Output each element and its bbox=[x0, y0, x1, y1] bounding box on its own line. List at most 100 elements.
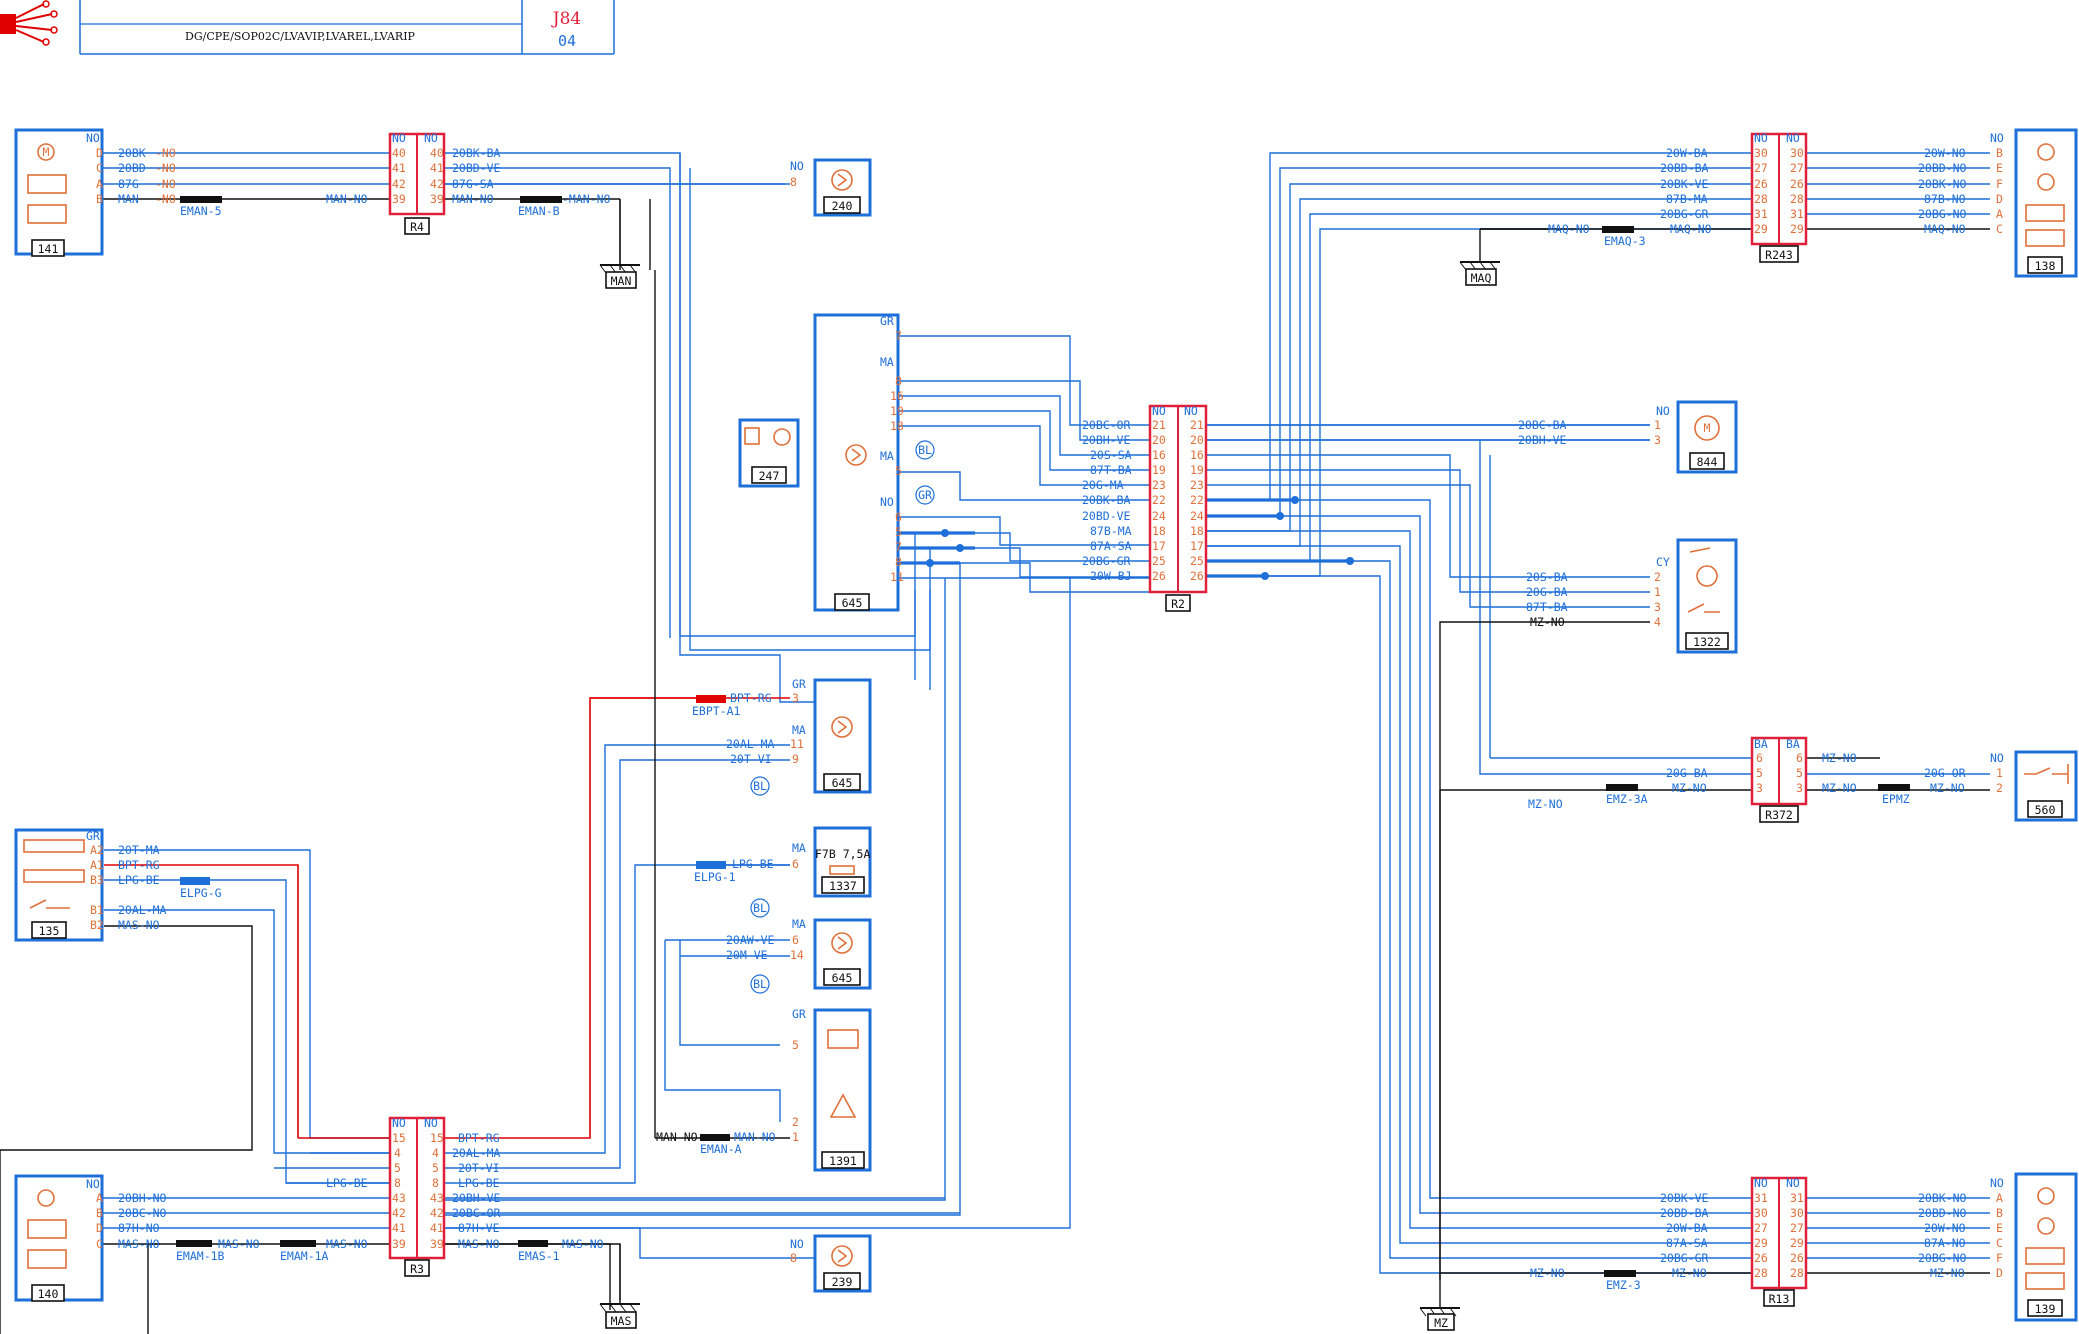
svg-text:EMZ-3A: EMZ-3A bbox=[1606, 792, 1648, 806]
label-1322: 1322 bbox=[1693, 635, 1721, 649]
svg-text:8: 8 bbox=[895, 555, 902, 569]
svg-text:C: C bbox=[96, 1237, 103, 1251]
svg-text:7: 7 bbox=[895, 329, 902, 343]
component-844[interactable]: M 844 NO 13 bbox=[1654, 400, 1738, 474]
svg-text:42: 42 bbox=[392, 1206, 406, 1220]
component-645-c[interactable]: 645 MA6 14 bbox=[790, 917, 872, 990]
svg-text:NO: NO bbox=[790, 159, 804, 173]
svg-text:BPT-RG: BPT-RG bbox=[118, 858, 160, 872]
label-r372: R372 bbox=[1765, 808, 1793, 822]
svg-text:87G-SA: 87G-SA bbox=[452, 177, 494, 191]
svg-text:20AL-MA: 20AL-MA bbox=[726, 737, 775, 751]
component-240[interactable]: NO 8 240 bbox=[790, 158, 872, 217]
component-239[interactable]: NO 8 239 bbox=[790, 1234, 872, 1293]
component-139[interactable]: 139 NO AB EC FD bbox=[1990, 1172, 2078, 1322]
svg-text:NO: NO bbox=[1184, 404, 1198, 418]
svg-text:20AW-VE: 20AW-VE bbox=[726, 933, 775, 947]
svg-text:15: 15 bbox=[430, 1131, 444, 1145]
svg-text:27: 27 bbox=[1754, 161, 1768, 175]
svg-text:E: E bbox=[1996, 1221, 2003, 1235]
svg-text:23: 23 bbox=[1152, 478, 1166, 492]
svg-text:42: 42 bbox=[430, 1206, 444, 1220]
svg-text:20BG-GR: 20BG-GR bbox=[1660, 1251, 1709, 1265]
svg-text:20BK-VE: 20BK-VE bbox=[1660, 1191, 1709, 1205]
svg-text:8: 8 bbox=[394, 1176, 401, 1190]
svg-text:29: 29 bbox=[1790, 1236, 1804, 1250]
svg-text:20BC-BA: 20BC-BA bbox=[1518, 418, 1567, 432]
svg-text:22: 22 bbox=[1190, 493, 1204, 507]
svg-text:20BD-VE: 20BD-VE bbox=[1082, 509, 1131, 523]
circle-bl-645b: BL bbox=[753, 779, 767, 793]
component-140[interactable]: 140 NO AB DC bbox=[14, 1174, 104, 1302]
svg-text:19: 19 bbox=[890, 404, 904, 418]
svg-text:19: 19 bbox=[1152, 463, 1166, 477]
svg-text:B: B bbox=[1996, 146, 2003, 160]
svg-text:NO: NO bbox=[880, 495, 894, 509]
svg-text:EMAN-B: EMAN-B bbox=[518, 204, 560, 218]
svg-text:F: F bbox=[1996, 1251, 2003, 1265]
svg-text:-MAN-NO: -MAN-NO bbox=[562, 192, 611, 206]
svg-text:1: 1 bbox=[1654, 418, 1661, 432]
svg-text:87H-NO: 87H-NO bbox=[118, 1221, 160, 1235]
svg-text:C: C bbox=[1996, 222, 2003, 236]
svg-text:NO: NO bbox=[1754, 131, 1768, 145]
svg-text:87T-BA: 87T-BA bbox=[1090, 463, 1132, 477]
svg-text:M: M bbox=[1704, 421, 1711, 435]
svg-text:20: 20 bbox=[1190, 433, 1204, 447]
svg-text:30: 30 bbox=[1790, 146, 1804, 160]
svg-text:MZ-NO: MZ-NO bbox=[1530, 615, 1565, 629]
svg-text:CY: CY bbox=[1656, 555, 1670, 569]
svg-text:8: 8 bbox=[790, 1251, 797, 1265]
svg-text:43: 43 bbox=[392, 1191, 406, 1205]
component-1322[interactable]: 1322 CY 21 34 bbox=[1654, 538, 1738, 654]
svg-text:16: 16 bbox=[890, 389, 904, 403]
component-560[interactable]: 560 NO 12 bbox=[1990, 750, 2078, 822]
component-141[interactable]: M 141 NO DC AB bbox=[14, 128, 104, 257]
svg-text:31: 31 bbox=[1754, 207, 1768, 221]
svg-text:5: 5 bbox=[792, 1038, 799, 1052]
svg-text:41: 41 bbox=[430, 161, 444, 175]
svg-text:4: 4 bbox=[394, 1146, 401, 1160]
svg-text:GR: GR bbox=[792, 677, 806, 691]
component-138[interactable]: 138 NO BE FD AC bbox=[1990, 128, 2078, 278]
svg-text:20BH-VE: 20BH-VE bbox=[1082, 433, 1131, 447]
svg-text:41: 41 bbox=[392, 1221, 406, 1235]
svg-text:26: 26 bbox=[1754, 1251, 1768, 1265]
component-1391[interactable]: 1391 GR 5 2 1 bbox=[792, 1007, 872, 1172]
svg-text:MAQ-NO: MAQ-NO bbox=[1670, 222, 1712, 236]
component-1337[interactable]: F7B 7,5A 1337 MA6 bbox=[792, 826, 872, 898]
svg-text:LPG-BE: LPG-BE bbox=[326, 1176, 368, 1190]
svg-text:NO: NO bbox=[392, 1116, 406, 1130]
svg-text:20T-MA: 20T-MA bbox=[118, 843, 160, 857]
svg-text:GR: GR bbox=[86, 829, 100, 843]
svg-text:20G-OR: 20G-OR bbox=[1924, 766, 1966, 780]
svg-text:3: 3 bbox=[792, 691, 799, 705]
svg-text:MA: MA bbox=[880, 355, 894, 369]
645b-wire-labels: EBPT-A1 BPT-RG 20AL-MA 20T-VI BL bbox=[692, 691, 775, 796]
svg-text:16: 16 bbox=[1190, 448, 1204, 462]
svg-text:21: 21 bbox=[1190, 418, 1204, 432]
svg-text:EMZ-3: EMZ-3 bbox=[1606, 1278, 1641, 1292]
svg-text:40: 40 bbox=[392, 146, 406, 160]
svg-text:3: 3 bbox=[1654, 600, 1661, 614]
svg-text:87H-VE: 87H-VE bbox=[458, 1221, 500, 1235]
svg-text:18: 18 bbox=[1190, 524, 1204, 538]
component-247[interactable]: 247 bbox=[738, 418, 800, 488]
svg-text:MZ-NO: MZ-NO bbox=[1530, 1266, 1565, 1280]
svg-text:BA: BA bbox=[1754, 737, 1768, 751]
svg-text:MA: MA bbox=[792, 841, 806, 855]
svg-text:20BD-VE: 20BD-VE bbox=[452, 161, 501, 175]
svg-text:A: A bbox=[96, 177, 103, 191]
svg-text:A1: A1 bbox=[90, 858, 104, 872]
svg-text:E: E bbox=[1996, 161, 2003, 175]
svg-text:11: 11 bbox=[890, 570, 904, 584]
r13-wire-labels: 20BK-VE 20BD-BA 20W-BA 87A-SA 20BG-GR MZ… bbox=[1530, 1191, 1967, 1292]
svg-text:B: B bbox=[96, 1206, 103, 1220]
wires bbox=[0, 152, 1990, 1334]
